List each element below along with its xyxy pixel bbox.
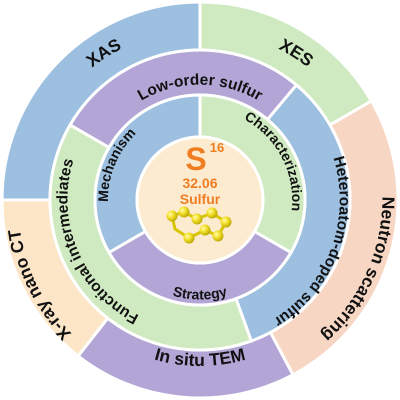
s8-ring-molecule-icon bbox=[166, 206, 232, 244]
element-atomic-mass: 32.06 bbox=[182, 175, 217, 191]
label-strategy: Strategy bbox=[172, 283, 229, 303]
element-symbol: S bbox=[185, 141, 206, 177]
element-name: Sulfur bbox=[180, 191, 221, 207]
middle-ring bbox=[48, 48, 352, 352]
label-strategy-text: Strategy bbox=[172, 283, 229, 303]
element-atomic-number: 16 bbox=[210, 140, 224, 155]
sulfur-element-tile: S 16 32.06 Sulfur bbox=[180, 140, 224, 207]
center-disc bbox=[135, 135, 265, 265]
